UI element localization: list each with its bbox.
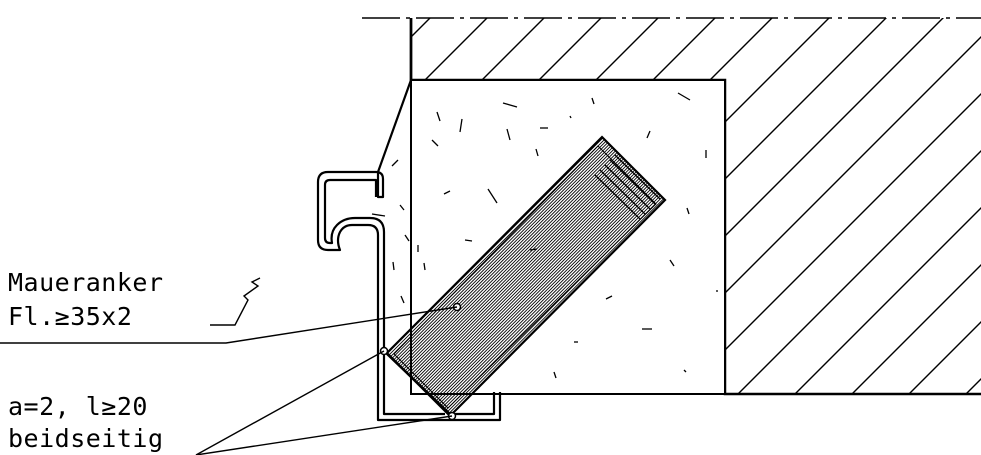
mortar-joint <box>371 159 410 304</box>
anchor-label-line2: Fl.≥35x2 <box>8 302 133 331</box>
anchor-label-line1: Maueranker <box>8 268 164 297</box>
wall-anchor-strap <box>383 350 453 417</box>
weld-label-line2: beidseitig <box>8 424 164 453</box>
weld-label-line1: a=2, l≥20 <box>8 392 148 421</box>
steel-frame-profile <box>316 79 502 422</box>
leader-lines <box>0 277 458 455</box>
